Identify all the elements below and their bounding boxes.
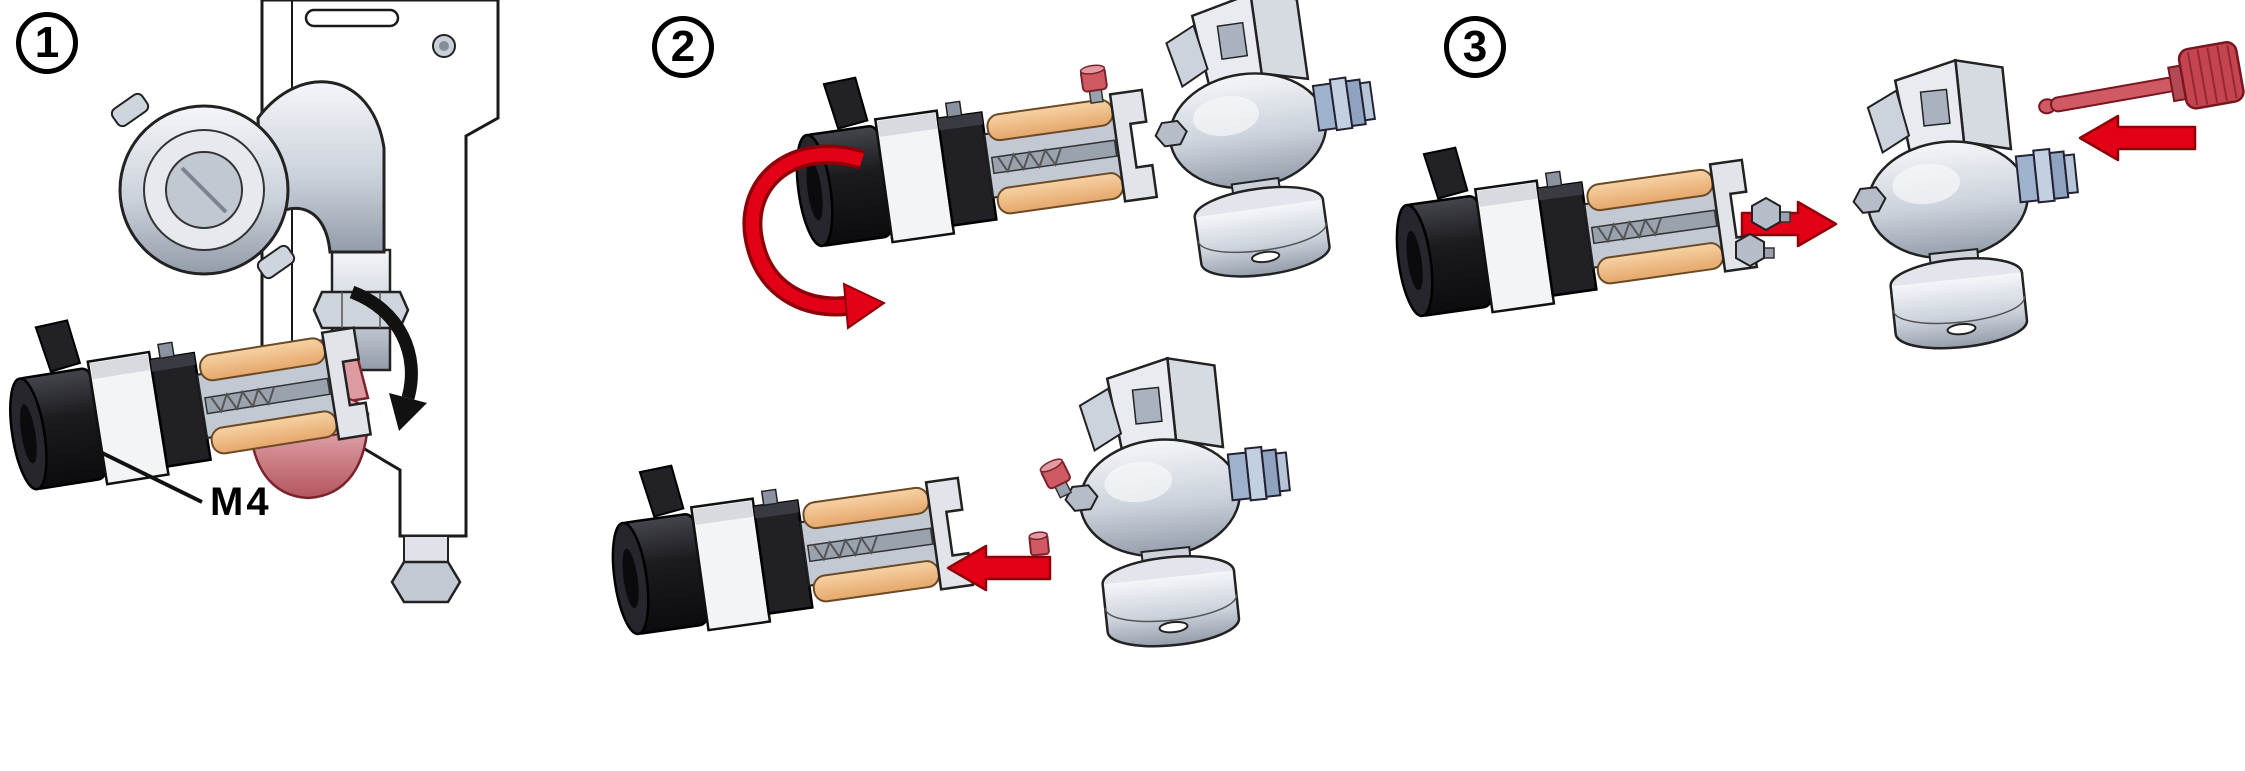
detached-actuator-icon [598,425,976,644]
step-2-number: 2 [670,22,696,71]
rotate-clockwise-arrow-icon [349,285,427,431]
m4-label: M4 [210,480,272,524]
step-1-badge: 1 [16,12,78,74]
arrow-left-icon [946,544,1052,592]
panel-3 [1382,41,2245,359]
elbow-fitting-icon [110,80,386,280]
hex-bolts-icon [1735,196,1791,268]
step-1-number: 1 [34,18,60,67]
step-2-badge: 2 [652,16,714,78]
valve-body-icon-3 [1838,47,2094,359]
rotate-counterclockwise-arrow-icon [742,144,886,330]
panel-1 [0,0,500,604]
assembled-unit-icon [782,0,1396,289]
arrow-left-icon-3 [2078,114,2197,162]
panel-2 [598,0,1396,657]
actuator-assembly-icon-3 [1382,107,1760,326]
step-3-number: 3 [1462,22,1488,71]
pin-tool-icon [2038,41,2245,115]
m4-leader-line [91,446,203,504]
step-3-badge: 3 [1444,16,1506,78]
valve-body-icon [1027,345,1306,657]
